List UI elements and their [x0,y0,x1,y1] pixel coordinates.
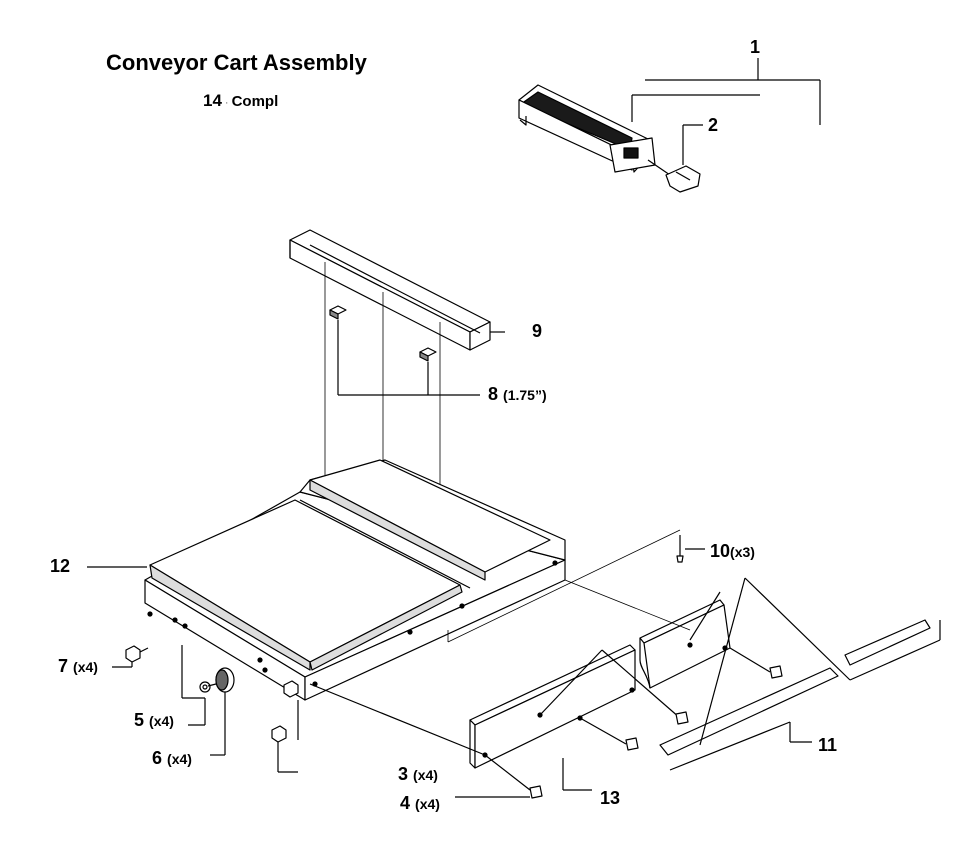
part-12-tray [87,459,566,701]
callout-1: 1 [750,37,761,57]
callout-10: 10(x3) [710,541,755,561]
callout-13: 13 [600,788,621,808]
callout-7: 7 (x4) [58,656,98,676]
part-5-washer [181,645,211,726]
page-title: Conveyor Cart Assembly [106,50,367,75]
part-2-knob [647,159,701,193]
callout-8: 8 (1.75”) [488,384,547,404]
callout-5: 5 (x4) [134,710,174,730]
part-4-screws [455,647,783,799]
separator-dot: · [224,97,229,109]
part-1-bracket [518,84,656,173]
assembly-number: 14·Compl [203,91,278,111]
part-3-hardware-leader [309,683,486,756]
part-6-foot [207,667,235,756]
callout-12: 12 [50,556,71,576]
assembly-number-value: 14 [203,91,222,110]
part-10-screws [676,535,705,563]
callout-9: 9 [532,321,543,341]
part-7-nut [112,645,299,773]
part-11-rails [659,577,941,771]
leader-lines-1-2 [631,58,821,165]
callout-6: 6 (x4) [152,748,192,768]
tray-to-bracket-guides [447,529,691,643]
part-9-top-rail [289,229,505,351]
assembly-number-label: Compl [231,93,279,110]
callout-4: 4 (x4) [400,793,440,813]
part-13-bracket [469,591,731,791]
part-8-clips [329,305,480,396]
callout-2: 2 [708,115,719,135]
callout-11: 11 [818,735,838,755]
callout-3: 3 (x4) [398,764,438,784]
